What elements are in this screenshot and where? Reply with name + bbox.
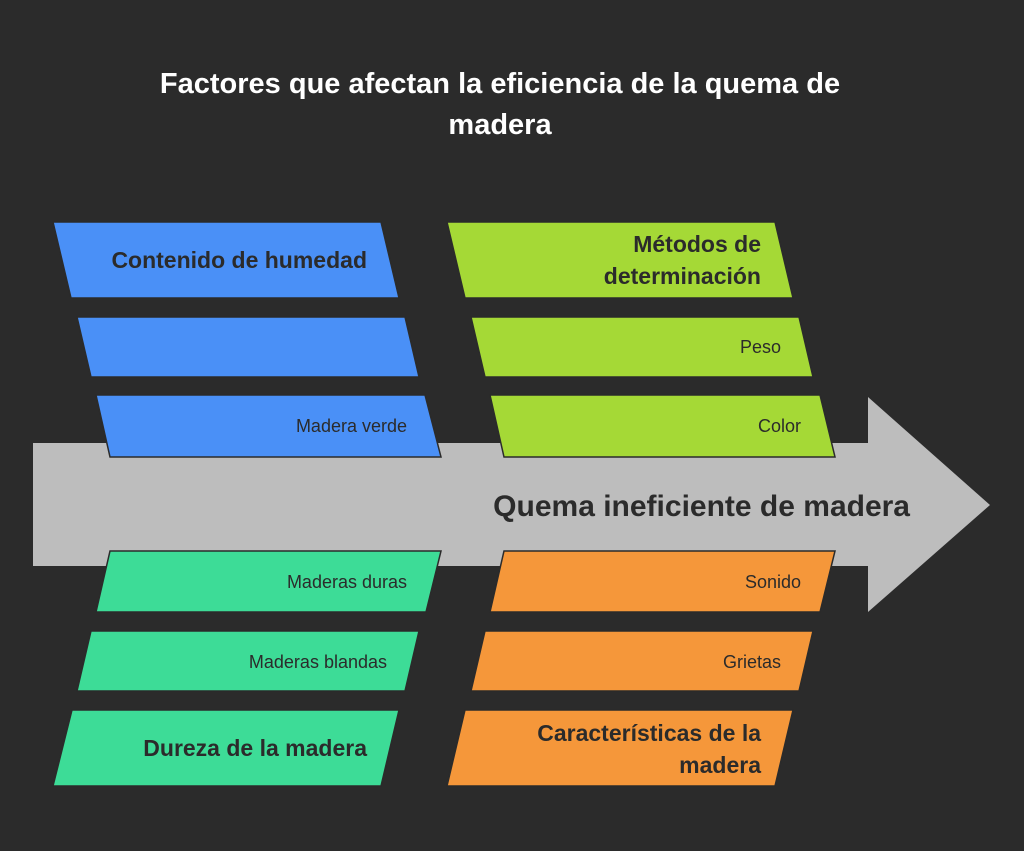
category-methods-box xyxy=(446,221,794,299)
methods-item-2: Color xyxy=(758,416,801,436)
hardness-item-box xyxy=(95,550,442,613)
characteristics-item-2: Grietas xyxy=(723,652,781,672)
category-hardness-box xyxy=(52,709,400,787)
diagram-title-line1: Factores que afectan la eficiencia de la… xyxy=(160,68,840,100)
category-hardness-label: Dureza de la madera xyxy=(143,735,367,761)
moisture-item-box xyxy=(95,394,442,458)
hardness-item-2: Maderas blandas xyxy=(249,652,387,672)
category-characteristics-box xyxy=(446,709,794,787)
methods-item-box xyxy=(470,316,814,378)
category-methods-label-line1: Métodos de xyxy=(633,231,761,257)
category-characteristics-label-line1: Características de la xyxy=(537,720,761,746)
moisture-item-2: Madera verde xyxy=(296,416,407,436)
diagram-title-line2: madera xyxy=(448,109,552,141)
category-moisture-label: Contenido de humedad xyxy=(111,247,367,273)
category-methods-label-line2: determinación xyxy=(604,263,761,289)
characteristics-item-box xyxy=(489,550,836,613)
characteristics-item-box xyxy=(470,630,814,692)
characteristics-item-1: Sonido xyxy=(745,572,801,592)
moisture-item-empty xyxy=(76,316,420,378)
effect-label: Quema ineficiente de madera xyxy=(493,490,910,523)
category-moisture-box xyxy=(52,221,400,299)
methods-item-box xyxy=(489,394,836,458)
hardness-item-1: Maderas duras xyxy=(287,572,407,592)
methods-item-1: Peso xyxy=(740,337,781,357)
category-characteristics-label-line2: madera xyxy=(679,752,761,778)
hardness-item-box xyxy=(76,630,420,692)
